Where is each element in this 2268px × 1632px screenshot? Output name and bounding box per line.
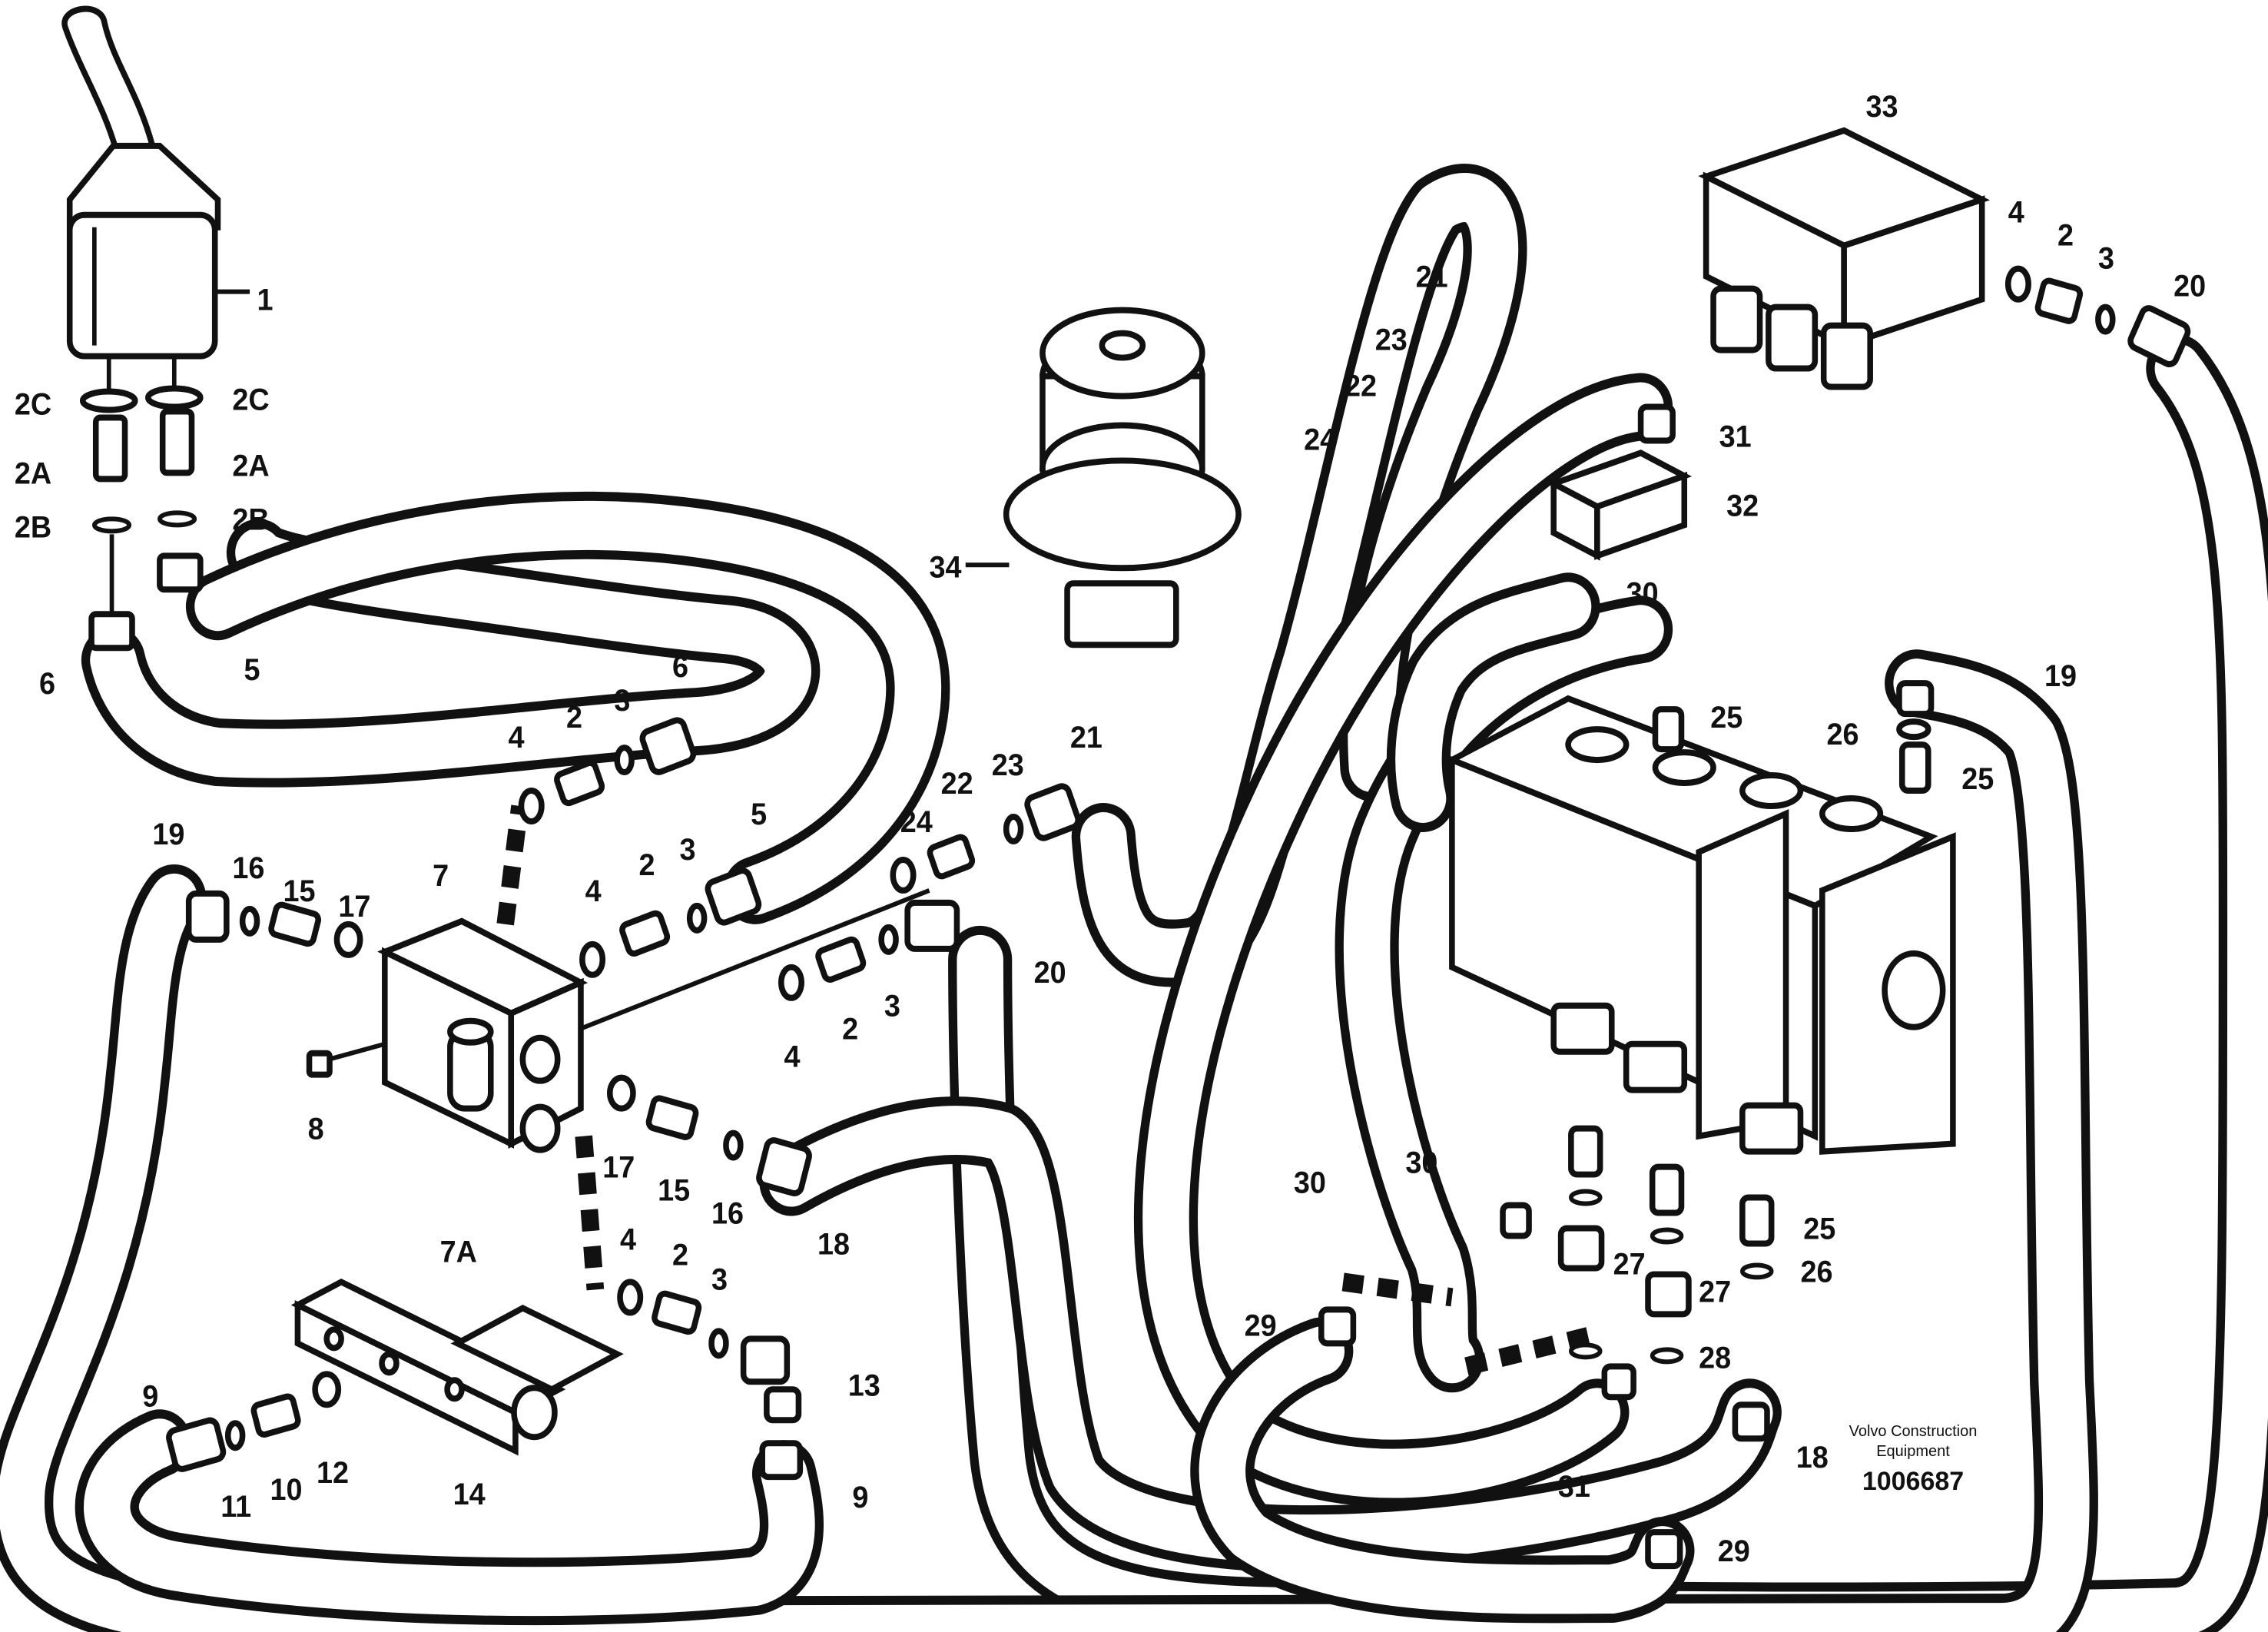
callout-31-lower: 31: [1558, 1470, 1590, 1504]
callout-11: 11: [220, 1490, 251, 1524]
callout-4-b: 4: [585, 874, 602, 908]
maker-name-line-2: Equipment: [1876, 1443, 1950, 1460]
callout-2-a: 2: [566, 701, 582, 735]
callout-4-c: 4: [784, 1040, 801, 1074]
callout-4-e: 4: [2008, 196, 2024, 230]
callout-18-right: 18: [1796, 1441, 1829, 1474]
callout-3-b: 3: [679, 833, 695, 867]
callout-16-b: 16: [711, 1197, 744, 1231]
callout-2a-left: 2A: [15, 456, 51, 490]
callout-25-b: 25: [1961, 762, 1994, 796]
callout-23-a: 23: [992, 748, 1024, 782]
callout-24-a: 24: [900, 805, 933, 839]
callout-2c-right: 2C: [232, 383, 269, 417]
callout-6-left: 6: [39, 667, 55, 701]
callout-19-left: 19: [152, 818, 184, 851]
callout-20-right: 20: [2174, 270, 2206, 304]
callout-29-right: 29: [1718, 1534, 1750, 1568]
main-control-valve: [1318, 680, 1956, 1570]
manifold-bracket: [290, 1278, 624, 1456]
callout-7: 7: [433, 859, 449, 893]
callout-30-upper: 30: [1626, 576, 1659, 610]
callout-32: 32: [1726, 489, 1759, 522]
solenoid-valve: [1698, 127, 2191, 390]
callout-16-a: 16: [232, 851, 264, 885]
callout-26-b: 26: [1800, 1255, 1832, 1289]
callout-30-mid: 30: [1405, 1146, 1437, 1180]
callout-31-upper: 31: [1719, 420, 1752, 454]
joystick-assembly: [61, 5, 250, 652]
callout-30-left: 30: [1294, 1166, 1326, 1200]
drawing-credit: Volvo Construction Equipment 1006687: [1798, 1421, 2028, 1498]
callout-6-right: 6: [672, 650, 688, 684]
callout-17-b: 17: [602, 1151, 635, 1185]
callout-2c-left: 2C: [15, 388, 51, 422]
callout-5-upper: 5: [244, 653, 260, 687]
callout-12: 12: [317, 1456, 349, 1490]
callout-33: 33: [1866, 90, 1898, 124]
callout-2-c: 2: [842, 1013, 858, 1047]
callout-27-b: 27: [1699, 1275, 1731, 1309]
callout-26-a: 26: [1826, 718, 1858, 751]
callout-4-a: 4: [508, 721, 524, 755]
callout-29-left: 29: [1245, 1309, 1277, 1342]
callout-17-a: 17: [338, 890, 370, 924]
fittings: [166, 717, 1081, 1481]
callout-23-b: 23: [1375, 323, 1408, 357]
callout-15-a: 15: [284, 874, 316, 908]
callout-2b-left: 2B: [15, 510, 51, 544]
callout-19-right: 19: [2044, 659, 2077, 693]
callout-25-a: 25: [1710, 701, 1742, 735]
callout-2-b: 2: [639, 848, 655, 882]
callout-27-a: 27: [1613, 1248, 1646, 1282]
callout-15-b: 15: [658, 1174, 690, 1208]
callout-22-a: 22: [941, 767, 973, 801]
callout-13: 13: [848, 1368, 880, 1402]
callout-3-d: 3: [711, 1262, 728, 1296]
distribution-block: [306, 804, 930, 1291]
callout-labels: 1 2C 2C 2A 2A 2B 2B 6 5 4 2 3 6 19 16 15…: [15, 90, 2206, 1568]
callout-4-d: 4: [620, 1223, 636, 1257]
callout-22-b: 22: [1345, 370, 1377, 403]
callout-2b-right: 2B: [232, 503, 269, 536]
callout-34: 34: [930, 550, 962, 584]
junction-block: [1546, 403, 1693, 561]
callout-25-c: 25: [1803, 1212, 1835, 1246]
callout-14: 14: [453, 1478, 486, 1511]
callout-8: 8: [308, 1113, 324, 1146]
maker-name-line-1: Volvo Construction: [1849, 1423, 1978, 1440]
callout-3-a: 3: [614, 684, 630, 718]
swing-motor: [965, 307, 1242, 648]
callout-21-b: 21: [1416, 260, 1448, 294]
callout-24-b: 24: [1304, 423, 1336, 457]
hoses: [0, 164, 2268, 1632]
callout-3-e: 3: [2098, 242, 2114, 276]
callout-18-left: 18: [817, 1228, 850, 1262]
callout-1: 1: [257, 284, 274, 317]
callout-10: 10: [270, 1473, 303, 1507]
callout-9-right: 9: [852, 1481, 868, 1514]
callout-9-left: 9: [142, 1379, 158, 1413]
callout-20-mid: 20: [1034, 956, 1066, 990]
callout-5-lower: 5: [751, 798, 767, 831]
callout-28: 28: [1699, 1341, 1731, 1375]
callout-7a: 7A: [440, 1236, 477, 1269]
callout-21-a: 21: [1070, 721, 1102, 755]
callout-2a-right: 2A: [232, 449, 269, 483]
drawing-number: 1006687: [1862, 1467, 1965, 1496]
callout-3-c: 3: [884, 990, 900, 1023]
callout-2-d: 2: [672, 1239, 688, 1272]
callout-2-e: 2: [2057, 219, 2074, 253]
